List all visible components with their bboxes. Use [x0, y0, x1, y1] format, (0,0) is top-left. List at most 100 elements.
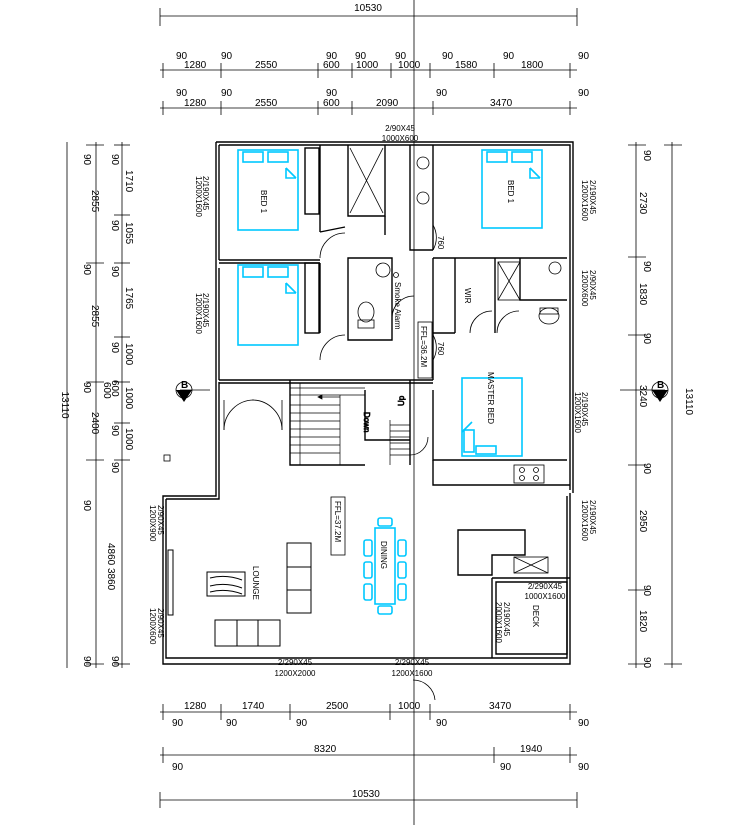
top-r1-wall-3: 90 — [355, 51, 367, 62]
furniture — [237, 149, 543, 615]
smoke-alarm-icon — [393, 272, 399, 278]
left-inner-dim-1: 1055 — [123, 222, 134, 245]
bed-right-window-size: 1200X1600 — [580, 180, 589, 221]
opening-labels: 2/90X45 1000X600 2/190X45 1200X1600 2/19… — [148, 124, 597, 678]
bottom-overall-dim: 10530 — [352, 789, 380, 800]
walls — [162, 141, 574, 665]
bottom-door-left-spec: 2/290X45 — [278, 658, 313, 667]
top-r1-dim-6: 1800 — [521, 60, 544, 71]
right-overall-dim: 13110 — [683, 388, 694, 416]
left-outer-wall-4: 90 — [81, 656, 92, 668]
bed-left-bottom — [237, 264, 299, 346]
notes: FFL=36.2M FFL=37.2M 760 760 — [330, 236, 445, 556]
left-inner-dim-5: 1000 — [123, 428, 134, 451]
bottom-dimensions: 1280 1740 2500 1000 3470 90 90 90 90 90 … — [159, 701, 590, 808]
bottom-r1-wall-4: 90 — [578, 718, 590, 729]
stair: Down Up — [290, 383, 410, 465]
door-760-b: 760 — [436, 342, 445, 356]
left-dimensions: 13110 90 90 90 90 90 2855 2855 2400 4860… — [59, 142, 134, 668]
stair-up-label: Up — [397, 395, 406, 406]
bed-left-top-window-spec: 2/190X45 — [201, 176, 210, 211]
room-label-bed-left: BED 1 — [259, 190, 268, 214]
left-inner-dim-4: 1000 — [123, 387, 134, 410]
right-inner-dim-1: 1830 — [637, 283, 648, 306]
left-inner-wall-2: 90 — [109, 266, 120, 278]
bottom-r1-wall-1: 90 — [226, 718, 238, 729]
bottom-r2-dim-0: 8320 — [314, 744, 337, 755]
room-label-master: MASTER BED — [486, 372, 495, 424]
left-inner-wall-0: 90 — [109, 154, 120, 166]
bed-right-top — [481, 149, 543, 229]
top-r2-dim-3: 2090 — [376, 98, 399, 109]
bottom-r1-dim-1: 1740 — [242, 701, 265, 712]
kitchen-window-size: 1200X1600 — [580, 500, 589, 541]
room-label-lounge: LOUNGE — [251, 566, 260, 600]
top-r1-dim-5: 1580 — [455, 60, 478, 71]
lounge-window-top-size: 1200X900 — [148, 505, 157, 542]
lounge-window-bottom-size: 1200X600 — [148, 608, 157, 645]
top-r2-wall-0: 90 — [176, 88, 188, 99]
top-r1-wall-6: 90 — [503, 51, 515, 62]
left-inner-wall-1: 90 — [109, 220, 120, 232]
left-outer-dim-0: 2855 — [89, 190, 100, 213]
top-window-size: 1000X600 — [382, 134, 419, 143]
right-inner-dim-3: 2950 — [637, 510, 648, 533]
left-inner-wall-6: 600 — [101, 382, 112, 399]
top-window-spec: 2/90X45 — [385, 124, 415, 133]
master-window-spec: 2/190X45 — [580, 392, 589, 427]
top-r2-wall-3: 90 — [436, 88, 448, 99]
lounge-window-top-spec: 2/90X45 — [156, 505, 165, 535]
top-r2-dim-0: 1280 — [184, 98, 207, 109]
bed-left-top — [237, 149, 299, 231]
top-r1-wall-7: 90 — [578, 51, 590, 62]
deck-side-spec: 2/190X45 — [502, 602, 511, 637]
bed-left-top-window-size: 1200X1600 — [194, 176, 203, 217]
left-inner-wall-5: 90 — [109, 462, 120, 474]
left-inner-dim-3: 1000 — [123, 343, 134, 366]
bottom-r2-wall-0: 90 — [172, 762, 184, 773]
section-marker-left-icon — [176, 390, 192, 402]
door-760-a: 760 — [436, 236, 445, 250]
deck-door-spec: 2/290X45 — [528, 582, 563, 591]
room-label-deck: DECK — [531, 605, 540, 628]
bed-right-window-spec: 2/190X45 — [588, 180, 597, 215]
bottom-r1-wall-0: 90 — [172, 718, 184, 729]
left-outer-wall-3: 90 — [81, 500, 92, 512]
left-inner-wall-8: 90 — [109, 656, 120, 668]
room-label-bed-right: BED 1 — [506, 180, 515, 204]
stair-down-label: Down — [362, 412, 371, 432]
left-outer-wall-2: 90 — [81, 382, 92, 394]
top-r2-dim-1: 2550 — [255, 98, 278, 109]
right-inner-wall-1: 90 — [641, 261, 652, 273]
right-inner-wall-5: 90 — [641, 657, 652, 669]
right-dimensions: 90 90 90 90 90 90 2730 1830 3240 2950 18… — [628, 142, 694, 669]
right-inner-wall-0: 90 — [641, 150, 652, 162]
smoke-alarm-label: Smoke Alarm — [393, 282, 402, 330]
left-outer-dim-3: 4860 — [105, 543, 116, 566]
left-outer-wall-0: 90 — [81, 154, 92, 166]
right-inner-wall-3: 90 — [641, 463, 652, 475]
room-label-dining: DINING — [379, 541, 388, 569]
bottom-r2-dim-1: 1940 — [520, 744, 543, 755]
bottom-r2-wall-1: 90 — [500, 762, 512, 773]
section-marker-right-icon — [652, 390, 668, 402]
bottom-r1-wall-3: 90 — [436, 718, 448, 729]
top-r2-wall-2: 90 — [326, 88, 338, 99]
left-outer-dim-2: 2400 — [89, 412, 100, 435]
lounge-window-bottom-spec: 2/90X45 — [156, 608, 165, 638]
section-markers: B B — [175, 380, 669, 402]
top-r1-dim-0: 1280 — [184, 60, 207, 71]
top-r1-wall-5: 90 — [442, 51, 454, 62]
top-r2-wall-1: 90 — [221, 88, 233, 99]
ensuite-window-size: 1200X600 — [580, 270, 589, 307]
top-r1-wall-0: 90 — [176, 51, 188, 62]
top-r1-wall-4: 90 — [395, 51, 407, 62]
left-outer-dim-1: 2855 — [89, 305, 100, 328]
top-r1-dim-1: 2550 — [255, 60, 278, 71]
right-inner-dim-2: 3240 — [637, 385, 648, 408]
top-r2-dim-4: 3470 — [490, 98, 513, 109]
top-overall-dim: 10530 — [354, 3, 382, 14]
left-inner-wall-4: 90 — [109, 425, 120, 437]
master-window-size: 1200X1600 — [573, 392, 582, 433]
bottom-r1-dim-4: 3470 — [489, 701, 512, 712]
